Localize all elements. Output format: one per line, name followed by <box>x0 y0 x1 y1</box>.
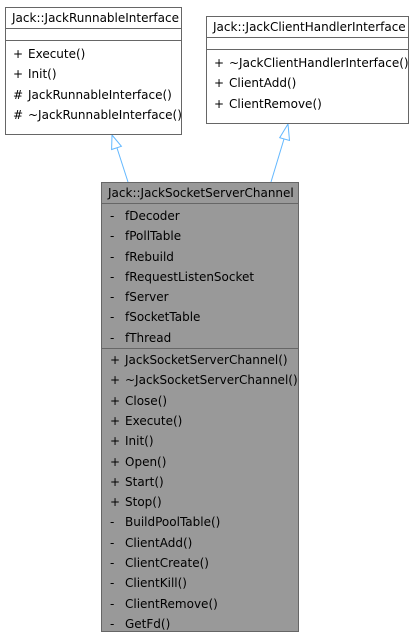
attributes-section: - fDecoder - fPollTable - fRebuild - fRe… <box>102 204 298 350</box>
operation-row: - BuildPoolTable() <box>102 512 298 532</box>
operation-row: # ~JackRunnableInterface() <box>6 105 182 125</box>
visibility-marker: + <box>13 67 24 82</box>
attribute-row: - fServer <box>102 287 298 307</box>
operation-name: ClientRemove() <box>229 96 322 111</box>
class-title: Jack::JackSocketServerChannel <box>102 183 298 204</box>
visibility-marker: + <box>110 393 121 408</box>
visibility-marker: - <box>110 596 115 611</box>
operation-row: + Close() <box>102 391 298 411</box>
visibility-marker: - <box>110 515 115 530</box>
visibility-marker: + <box>110 454 121 469</box>
visibility-marker: - <box>110 556 115 571</box>
attribute-row: - fSocketTable <box>102 307 298 327</box>
visibility-marker: - <box>110 576 115 591</box>
visibility-marker: + <box>110 373 121 388</box>
attribute-row: - fPollTable <box>102 226 298 246</box>
visibility-marker: - <box>110 616 115 631</box>
visibility-marker: - <box>110 269 115 284</box>
visibility-marker: - <box>110 249 115 264</box>
visibility-marker: + <box>110 495 121 510</box>
operation-name: ClientRemove() <box>125 596 218 611</box>
operation-name: Stop() <box>125 495 162 510</box>
operation-name: ~JackSocketServerChannel() <box>125 373 298 388</box>
operation-name: JackSocketServerChannel() <box>125 353 288 368</box>
class-title: Jack::JackRunnableInterface <box>6 8 181 29</box>
inheritance-arrow-handler <box>270 122 291 183</box>
attribute-row: - fRequestListenSocket <box>102 267 298 287</box>
operation-row: - ClientCreate() <box>102 553 298 573</box>
operation-row: + Execute() <box>102 411 298 431</box>
attribute-row: - fDecoder <box>102 206 298 226</box>
visibility-marker: - <box>110 290 115 305</box>
operation-name: ~JackRunnableInterface() <box>28 107 182 122</box>
visibility-marker: # <box>13 87 24 102</box>
operation-row: + Init() <box>6 64 181 84</box>
attribute-name: fSocketTable <box>125 310 201 325</box>
visibility-marker: + <box>214 76 225 91</box>
visibility-marker: # <box>13 107 24 122</box>
operation-name: Close() <box>125 393 168 408</box>
visibility-marker: - <box>110 209 115 223</box>
operation-row: + JackSocketServerChannel() <box>102 350 298 370</box>
attributes-section <box>207 38 408 50</box>
attribute-name: fThread <box>125 330 172 345</box>
visibility-marker: - <box>110 330 115 345</box>
operation-name: ClientAdd() <box>229 76 297 91</box>
operations-section: + JackSocketServerChannel() + ~JackSocke… <box>102 349 298 634</box>
visibility-marker: - <box>110 229 115 244</box>
operation-row: - ClientRemove() <box>102 594 298 614</box>
operation-name: ClientKill() <box>125 576 187 591</box>
attribute-row: - fThread <box>102 328 298 348</box>
class-jack-client-handler-interface: Jack::JackClientHandlerInterface + ~Jack… <box>206 16 409 124</box>
operations-section: + ~JackClientHandlerInterface() + Client… <box>207 50 409 114</box>
operation-name: Open() <box>125 454 167 469</box>
operation-row: + Start() <box>102 472 298 492</box>
operation-name: ClientAdd() <box>125 535 193 550</box>
operation-row: - ClientKill() <box>102 573 298 593</box>
visibility-marker: + <box>110 413 121 428</box>
visibility-marker: + <box>110 434 121 449</box>
operation-name: ClientCreate() <box>125 556 209 571</box>
visibility-marker: + <box>214 56 225 70</box>
class-title: Jack::JackClientHandlerInterface <box>207 17 408 38</box>
operation-name: ~JackClientHandlerInterface() <box>229 56 409 70</box>
attribute-name: fServer <box>125 290 169 305</box>
visibility-marker: + <box>13 47 24 61</box>
operation-row: - GetFd() <box>102 614 298 634</box>
operation-row: + ~JackClientHandlerInterface() <box>207 53 409 73</box>
operation-row: + Init() <box>102 431 298 451</box>
visibility-marker: + <box>110 353 121 368</box>
visibility-marker: + <box>214 96 225 111</box>
operation-row: + ~JackSocketServerChannel() <box>102 370 298 390</box>
operation-name: Execute() <box>125 413 183 428</box>
operations-section: + Execute() + Init() # JackRunnableInter… <box>6 41 182 125</box>
operation-row: + ClientRemove() <box>207 94 408 114</box>
inheritance-arrow-runnable <box>111 133 129 183</box>
operation-row: + Execute() <box>6 44 181 64</box>
class-jack-runnable-interface: Jack::JackRunnableInterface + Execute() … <box>5 7 182 135</box>
attribute-name: fRebuild <box>125 249 174 264</box>
visibility-marker: + <box>110 474 121 489</box>
visibility-marker: - <box>110 310 115 325</box>
operation-row: + Open() <box>102 452 298 472</box>
operation-name: Execute() <box>28 47 86 61</box>
visibility-marker: - <box>110 535 115 550</box>
attribute-name: fDecoder <box>125 209 180 223</box>
operation-name: JackRunnableInterface() <box>28 87 172 102</box>
operation-name: Start() <box>125 474 164 489</box>
operation-row: + ClientAdd() <box>207 73 408 93</box>
operation-name: Init() <box>28 67 57 82</box>
attribute-row: - fRebuild <box>102 247 298 267</box>
attribute-name: fRequestListenSocket <box>125 269 255 284</box>
operation-name: GetFd() <box>125 616 171 631</box>
class-jack-socket-server-channel: Jack::JackSocketServerChannel - fDecoder… <box>101 182 299 632</box>
attribute-name: fPollTable <box>125 229 182 244</box>
operation-row: - ClientAdd() <box>102 533 298 553</box>
operation-name: Init() <box>125 434 154 449</box>
operation-row: + Stop() <box>102 492 298 512</box>
operation-name: BuildPoolTable() <box>125 515 221 530</box>
operation-row: # JackRunnableInterface() <box>6 85 181 105</box>
attributes-section <box>6 29 181 41</box>
